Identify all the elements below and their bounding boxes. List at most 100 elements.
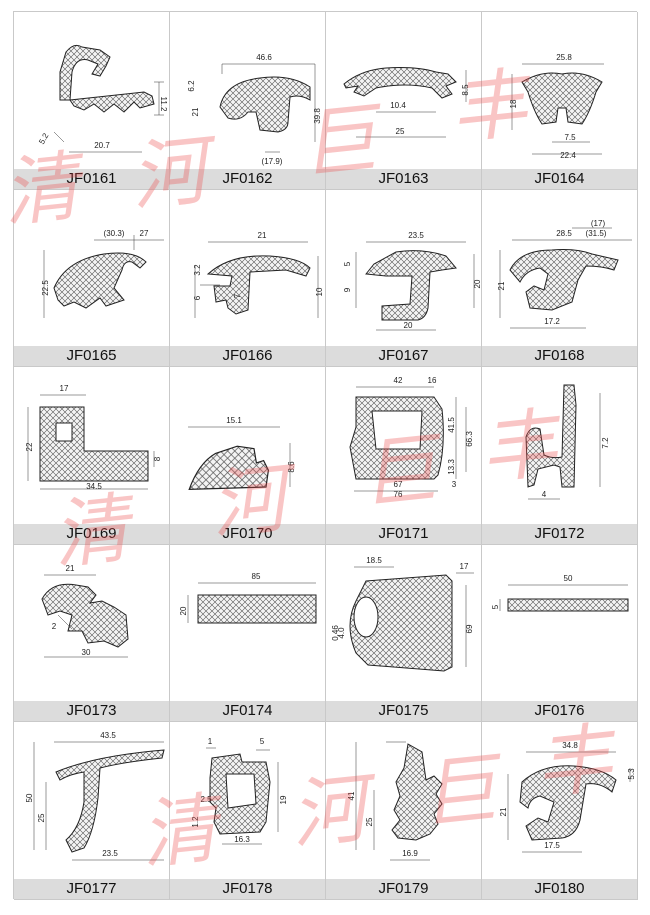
dimension-label: 18.5 <box>366 556 382 565</box>
dimension-label: (17) <box>591 219 606 228</box>
dimension-label: 4 <box>542 490 547 499</box>
dimension-label: 3.2 <box>193 263 202 275</box>
dimension-label: 27 <box>140 229 149 238</box>
product-code-label: JF0174 <box>170 701 325 722</box>
dimension-label: 0.46 <box>331 624 340 640</box>
profile-card: (30.3) 27 22.5 JF0165 <box>14 189 170 368</box>
dimension-label: 4.0 <box>337 627 346 639</box>
profile-cross-section-drawing: (30.3) 27 22.5 <box>14 190 169 347</box>
dimension-label: 13.3 <box>447 459 456 475</box>
profile-svg: 50 5 <box>491 574 629 612</box>
dimension-label: 21 <box>191 107 200 116</box>
dimension-label: 21 <box>499 807 508 816</box>
product-code-label: JF0163 <box>326 168 481 189</box>
product-code-label: JF0171 <box>326 523 481 544</box>
dimension-label: 76 <box>394 490 403 499</box>
dimension-label: 41.5 <box>447 417 456 433</box>
dimension-label: 34.5 <box>86 482 102 491</box>
dimension-label: 2 <box>52 622 57 631</box>
product-code-label: JF0173 <box>14 701 169 722</box>
dimension-label: 8.6 <box>287 461 296 473</box>
dimension-label: 19 <box>279 795 288 804</box>
dimension-label: 43.5 <box>100 731 116 740</box>
dimension-label: 34.8 <box>562 741 578 750</box>
dimension-label: 1 <box>208 737 213 746</box>
profile-svg: 15.1 8.6 <box>188 416 296 491</box>
dimension-label: 41 <box>347 791 356 800</box>
dimension-label: 8.5 <box>461 84 470 96</box>
dimension-label: 3 <box>452 480 457 489</box>
dimension-label: 69 <box>465 624 474 633</box>
dimension-label: 22.5 <box>41 279 50 295</box>
profile-svg: 7.24 <box>525 384 610 500</box>
dimension-label: 8 <box>153 456 162 461</box>
dimension-label: 17.5 <box>544 841 560 850</box>
product-code-label: JF0178 <box>170 878 325 899</box>
dimension-label: 5 <box>260 737 265 746</box>
product-code-label: JF0165 <box>14 346 169 367</box>
dimension-label: 25 <box>37 813 46 822</box>
product-code-label: JF0161 <box>14 168 169 189</box>
dimension-label: 25 <box>365 817 374 826</box>
dimension-label: 1.2 <box>191 816 200 828</box>
dimension-label: 10 <box>315 287 324 296</box>
dimension-label: 20 <box>404 321 413 330</box>
dimension-label: 5 <box>343 261 352 266</box>
dimension-label: 15.1 <box>226 416 242 425</box>
dimension-label: 50 <box>564 574 573 583</box>
product-code-label: JF0176 <box>482 701 637 722</box>
dimension-label: 6 <box>193 295 202 300</box>
product-code-label: JF0169 <box>14 523 169 544</box>
dimension-label: 5 <box>491 604 500 609</box>
product-code-label: JF0164 <box>482 168 637 189</box>
profile-svg: 8.510.425 <box>343 67 470 138</box>
dimension-label: (30.3) <box>104 229 125 238</box>
dimension-label: 67 <box>394 480 403 489</box>
dimension-label: 5.2 <box>37 131 51 146</box>
product-code-label: JF0177 <box>14 878 169 899</box>
dimension-label: 30 <box>82 648 91 657</box>
product-code-label: JF0167 <box>326 346 481 367</box>
dimension-label: 17.2 <box>544 317 560 326</box>
dimension-label: 20 <box>473 279 481 288</box>
dimension-label: 25.8 <box>556 53 572 62</box>
dimension-label: 22 <box>25 442 34 451</box>
dimension-label: 39.8 <box>313 108 322 124</box>
dimension-label: 9 <box>343 287 352 292</box>
dimension-label: 7.2 <box>601 437 610 449</box>
product-code-label: JF0175 <box>326 701 481 722</box>
dimension-label: 11.2 <box>159 97 168 113</box>
